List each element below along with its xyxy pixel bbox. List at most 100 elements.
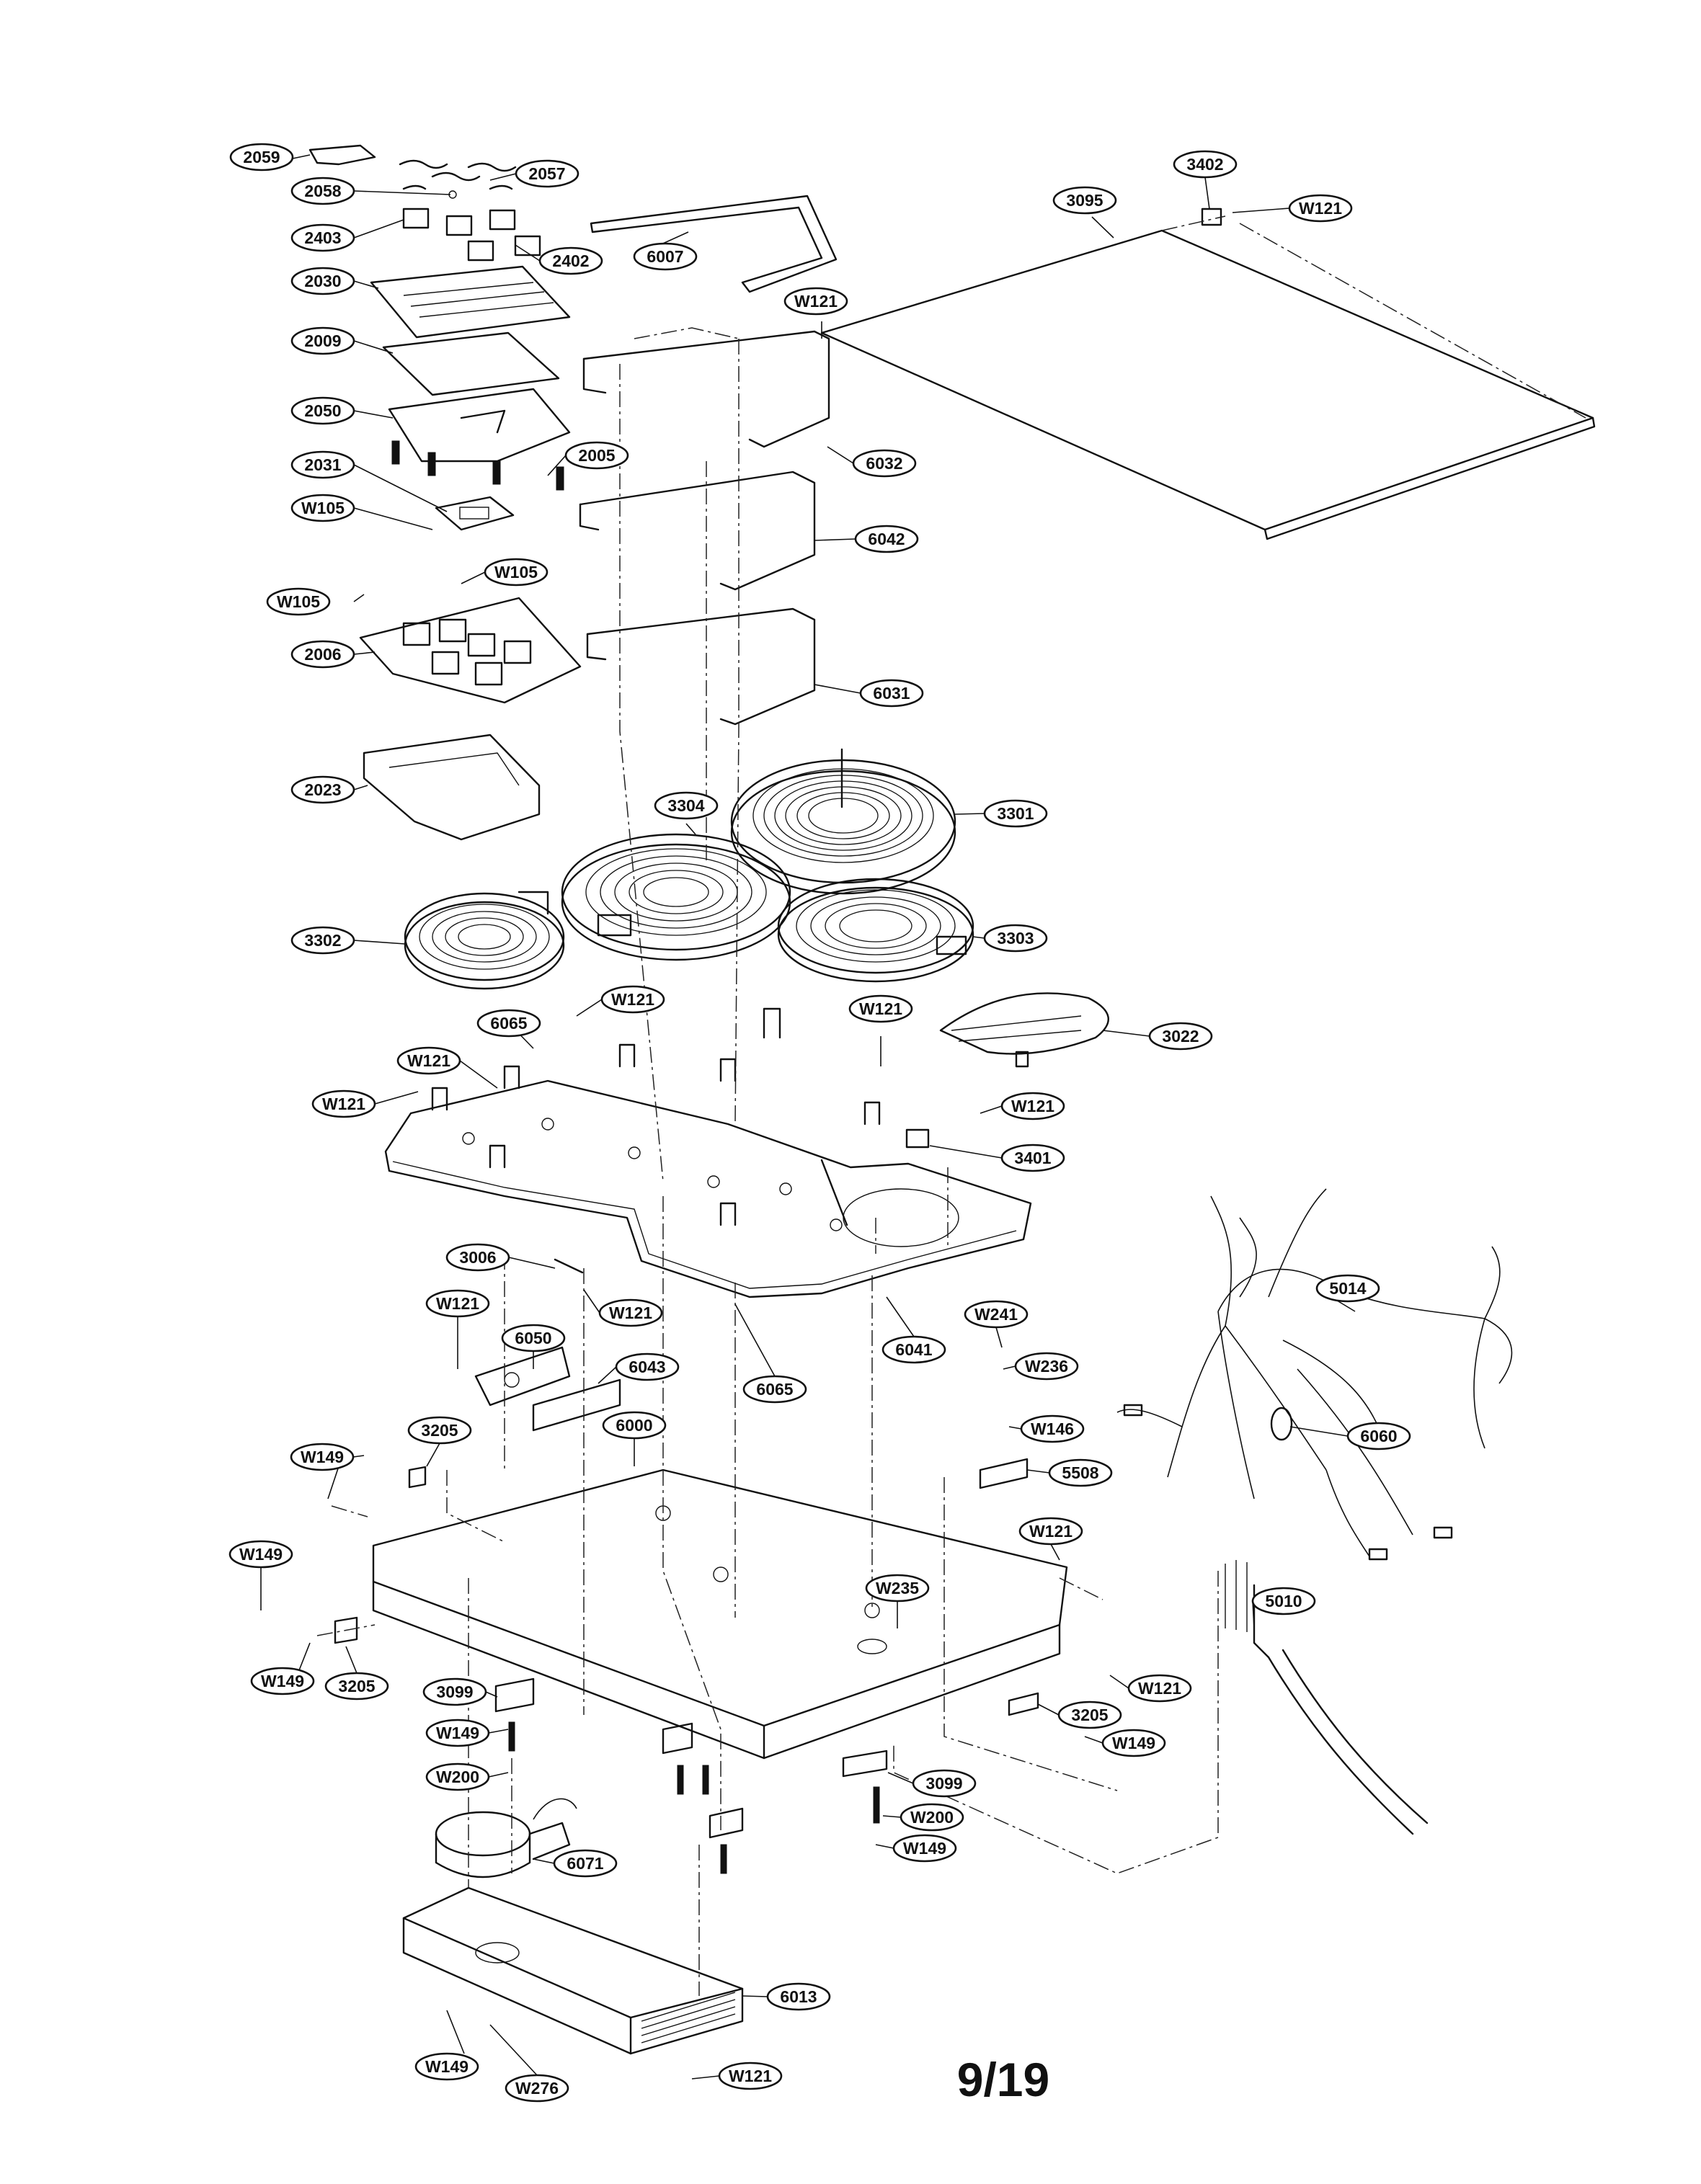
callout-W149-g: W149	[414, 2052, 479, 2081]
svg-text:2030: 2030	[304, 272, 341, 290]
svg-text:6041: 6041	[895, 1340, 932, 1359]
svg-text:3099: 3099	[436, 1682, 473, 1701]
svg-text:W235: W235	[876, 1579, 919, 1597]
part-screws	[508, 1721, 880, 1874]
callout-W121-h: W121	[425, 1289, 490, 1318]
svg-text:W241: W241	[974, 1305, 1018, 1324]
part-6007-gasket	[590, 195, 838, 293]
part-support-plate	[384, 1007, 1032, 1298]
callout-W235: W235	[865, 1574, 930, 1603]
svg-text:5508: 5508	[1062, 1463, 1098, 1482]
callout-W121-d: W121	[848, 994, 913, 1023]
svg-text:6007: 6007	[647, 247, 683, 266]
callout-W276: W276	[505, 2074, 569, 2103]
part-3302-element	[404, 891, 565, 990]
svg-text:W121: W121	[1138, 1679, 1181, 1698]
callout-W149-d: W149	[1101, 1729, 1166, 1757]
callout-2023: 2023	[290, 775, 355, 804]
svg-text:3302: 3302	[304, 931, 341, 950]
callout-W121-i: W121	[598, 1298, 663, 1327]
svg-text:2006: 2006	[304, 645, 341, 664]
callout-3302: 3302	[290, 926, 355, 955]
svg-text:3304: 3304	[667, 796, 704, 815]
svg-text:6043: 6043	[629, 1358, 665, 1376]
part-3205-bracket-b	[334, 1616, 358, 1644]
callout-3205-a: 3205	[407, 1416, 472, 1445]
part-6042-channel	[579, 471, 816, 591]
part-6031-channel	[586, 607, 816, 726]
part-3401-thermostat	[905, 1128, 930, 1149]
part-6013-base-tray	[402, 1886, 744, 2055]
part-3402-sensor	[1201, 208, 1222, 226]
callout-3099-a: 3099	[422, 1677, 487, 1706]
callout-2057: 2057	[515, 159, 579, 188]
callout-2058: 2058	[290, 177, 355, 205]
svg-text:W121: W121	[436, 1294, 479, 1313]
callout-W121-j: W121	[1018, 1517, 1083, 1546]
svg-text:3022: 3022	[1162, 1027, 1199, 1046]
svg-text:W149: W149	[301, 1448, 344, 1466]
callout-W105-a: W105	[290, 494, 355, 522]
part-2009-insulator	[382, 331, 560, 396]
svg-text:6065: 6065	[490, 1014, 527, 1033]
svg-text:6050: 6050	[515, 1329, 551, 1347]
callout-W105-b: W105	[484, 558, 549, 587]
svg-text:W149: W149	[425, 2057, 468, 2076]
part-3303-element	[777, 878, 974, 983]
callout-2031: 2031	[290, 450, 355, 479]
callout-2050: 2050	[290, 396, 355, 425]
callout-W121-g: W121	[1000, 1092, 1065, 1120]
callout-W105-c: W105	[266, 587, 331, 616]
callout-3205-b: 3205	[324, 1672, 389, 1701]
callout-W121-a: W121	[1288, 194, 1353, 223]
callout-W121-b: W121	[783, 287, 848, 316]
svg-text:W121: W121	[794, 292, 838, 311]
part-3205-bracket-a	[408, 1466, 427, 1489]
svg-text:W200: W200	[910, 1808, 954, 1827]
svg-text:W121: W121	[729, 2067, 772, 2085]
svg-text:2005: 2005	[578, 446, 615, 465]
callout-6007: 6007	[633, 242, 698, 271]
callout-3304: 3304	[654, 791, 719, 820]
callout-W149-c: W149	[250, 1667, 315, 1695]
callout-6032: 6032	[852, 449, 917, 478]
callout-2030: 2030	[290, 267, 355, 295]
svg-text:W200: W200	[436, 1768, 479, 1786]
svg-text:2402: 2402	[552, 251, 589, 270]
callout-6043: 6043	[615, 1352, 680, 1381]
svg-text:6060: 6060	[1360, 1427, 1397, 1445]
part-3022-sensor-ring	[939, 992, 1109, 1068]
page-number: 9/19	[956, 2053, 1050, 2106]
callout-6042: 6042	[854, 525, 919, 553]
part-3095-glass-top	[820, 229, 1596, 540]
callout-3022: 3022	[1148, 1022, 1213, 1051]
callout-2009: 2009	[290, 326, 355, 355]
svg-text:2057: 2057	[528, 164, 565, 183]
callout-3006: 3006	[445, 1243, 510, 1272]
svg-text:W121: W121	[322, 1095, 365, 1113]
callout-6065-a: 6065	[476, 1009, 541, 1038]
callout-3303: 3303	[983, 924, 1048, 953]
callout-W241: W241	[964, 1300, 1029, 1329]
part-6043-pcb	[532, 1378, 621, 1432]
svg-text:6071: 6071	[567, 1854, 603, 1873]
svg-text:3205: 3205	[1071, 1706, 1108, 1724]
svg-text:6000: 6000	[616, 1416, 652, 1435]
callout-2006: 2006	[290, 640, 355, 669]
callout-labels: 2059 2057 2058 2403 2402 6007 2030 2009 …	[228, 143, 1411, 2103]
svg-text:3402: 3402	[1186, 155, 1223, 174]
svg-text:2009: 2009	[304, 331, 341, 350]
svg-text:6032: 6032	[866, 454, 902, 473]
svg-text:W105: W105	[494, 563, 538, 581]
callout-3095: 3095	[1052, 186, 1117, 215]
callout-W149-a: W149	[290, 1443, 355, 1471]
part-2031-display	[435, 496, 515, 531]
callout-6060: 6060	[1346, 1422, 1411, 1450]
part-5508-terminal-block	[979, 1458, 1029, 1489]
callout-W200-a: W200	[425, 1762, 490, 1791]
part-5014-wire-harness	[1116, 1188, 1513, 1561]
svg-text:5014: 5014	[1329, 1279, 1366, 1298]
svg-text:W146: W146	[1031, 1419, 1074, 1438]
svg-text:2050: 2050	[304, 401, 341, 420]
svg-text:6065: 6065	[756, 1380, 793, 1399]
